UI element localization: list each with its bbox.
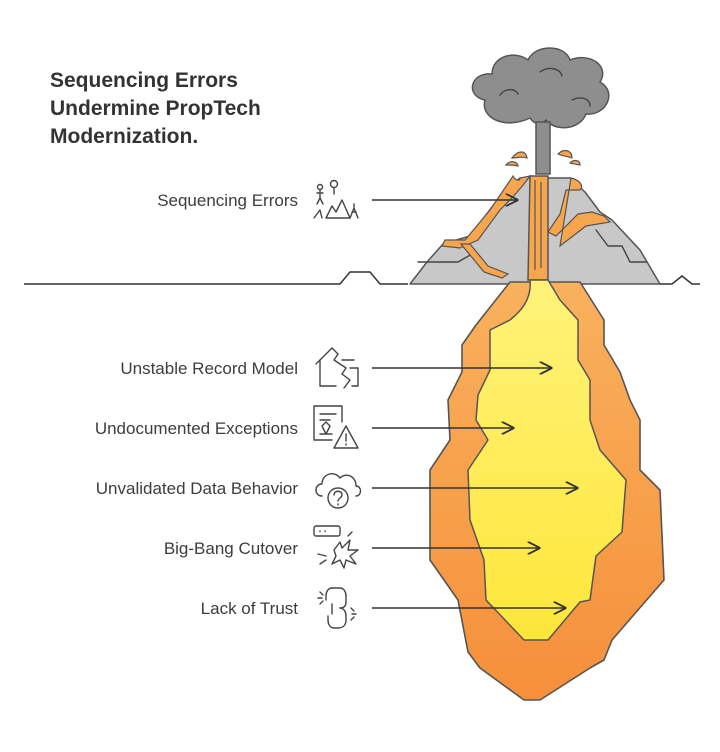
label-lack-of-trust: Lack of Trust [201,599,299,618]
label-unstable-record-model: Unstable Record Model [120,359,298,378]
label-big-bang-cutover: Big-Bang Cutover [164,539,299,558]
broken-house-icon [315,347,359,389]
arrows [372,200,577,608]
document-warning-icon [313,405,359,449]
item-labels: Sequencing Errors Unstable Record Model … [95,191,299,618]
cloud-question-icon [315,473,362,509]
label-undocumented-exceptions: Undocumented Exceptions [95,419,298,438]
broken-chain-icon [317,587,357,629]
label-unvalidated-data-behavior: Unvalidated Data Behavior [96,479,299,498]
title-line-3: Modernization. [50,125,198,148]
hikers-mountain-icon [313,179,359,219]
magma-chamber [429,279,665,701]
title-line-1: Sequencing Errors [50,69,238,92]
ground-line [24,271,700,285]
lava-splash [504,149,581,167]
explosion-icon [313,525,359,569]
diagram-title: Sequencing Errors Undermine PropTech Mod… [50,69,261,148]
volcano-mountain [409,174,661,285]
title-line-2: Undermine PropTech [50,97,261,120]
smoke-plume [471,47,610,175]
label-sequencing-errors: Sequencing Errors [157,191,298,210]
